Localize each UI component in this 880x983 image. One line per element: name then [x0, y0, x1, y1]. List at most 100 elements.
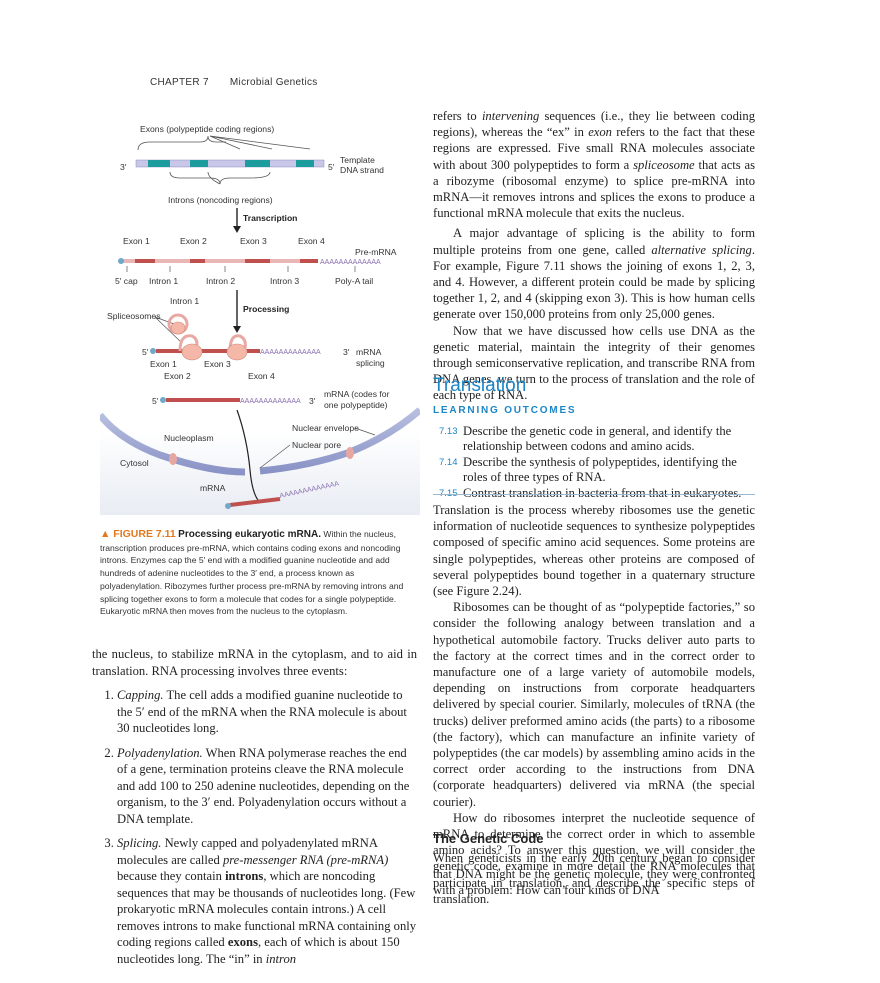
figure-title: Processing eukaryotic mRNA. [178, 529, 321, 540]
splice-loop-2 [228, 334, 247, 352]
label-intron1-loop: Intron 1 [170, 296, 199, 306]
section-title-translation: Translation [433, 375, 527, 396]
spliceosomes-pointer-2 [154, 316, 183, 344]
polya-tail-1: AAAAAAAAAAAAA [320, 259, 381, 266]
section-divider [433, 494, 755, 495]
text-polyadenylation: When RNA polymerase reaches the end of a… [117, 745, 410, 826]
label-5prime-top: 5′ [328, 162, 335, 172]
label-polya-tail: Poly-A tail [335, 276, 373, 286]
term-intron: intron [265, 951, 297, 966]
label-cytosol: Cytosol [120, 458, 149, 468]
label-exon4-b: Exon 4 [248, 371, 275, 381]
right-paragraph-7: When geneticists in the early 20th centu… [433, 851, 755, 898]
outcome-number: 7.15 [439, 487, 458, 502]
label-template-line1: Template [340, 155, 375, 165]
list-item-polyadenylation: Polyadenylation. When RNA polymerase rea… [117, 745, 417, 828]
outcome-number: 7.14 [439, 457, 458, 468]
nuclear-envelope-left [100, 412, 246, 476]
term-pre-mrna: pre-messenger RNA (pre-mRNA) [222, 852, 389, 867]
label-exon2-b: Exon 2 [164, 371, 191, 381]
term-splicing: Splicing. [117, 836, 162, 850]
rna-processing-list: Capping. The cell adds a modified guanin… [92, 687, 417, 967]
p1-b: sequences (i.e., they lie between coding… [433, 109, 755, 140]
p2-a: A major advantage of splicing is the abi… [433, 226, 755, 257]
label-intron3: Intron 3 [270, 276, 299, 286]
label-5prime-final: 5′ [152, 396, 159, 406]
exon-bracket-top [137, 135, 226, 151]
label-spliceosomes: Spliceosomes [107, 311, 161, 321]
label-3prime-final: 3′ [309, 396, 316, 406]
label-3prime-top: 3′ [120, 162, 127, 172]
dna-exon-1 [148, 160, 170, 167]
spliceosome-1 [170, 321, 186, 335]
p1-exon: exon [588, 125, 612, 140]
term-introns: introns [225, 869, 264, 883]
label-exons-coding: Exons (polypeptide coding regions) [140, 124, 274, 134]
figure-label: ▲ FIGURE 7.11 [100, 528, 176, 540]
chapter-number: CHAPTER 7 [150, 77, 209, 88]
transcription-arrowhead [233, 226, 241, 233]
cap-circle-2 [150, 348, 156, 354]
pore-pointer [259, 444, 291, 469]
right-paragraph-6: How do ribosomes interpret the nucleotid… [433, 810, 755, 906]
learning-outcome-item: 7.15 Contrast translation in bacteria fr… [433, 486, 755, 501]
learning-outcome-item: 7.13 Describe the genetic code in genera… [433, 424, 755, 453]
right-paragraph-1: refers to intervening sequences (i.e., t… [433, 108, 755, 221]
text-splicing-3: , which are noncoding sequences that may… [117, 869, 417, 949]
spliceosome-3 [226, 343, 248, 361]
left-intro-paragraph: the nucleus, to stabilize mRNA in the cy… [92, 647, 417, 678]
label-nucleoplasm: Nucleoplasm [164, 433, 214, 443]
label-pre-mrna: Pre-mRNA [355, 247, 397, 257]
cap-circle-1 [118, 258, 124, 264]
learning-outcomes-list: 7.13 Describe the genetic code in genera… [433, 424, 755, 503]
polya-tail-2: AAAAAAAAAAAAA [260, 349, 321, 356]
label-introns-noncoding: Introns (noncoding regions) [168, 195, 273, 205]
exon-bracket-lines [209, 135, 311, 150]
label-3prime-splice: 3′ [343, 347, 350, 357]
label-processing: Processing [243, 304, 289, 314]
label-transcription: Transcription [243, 213, 297, 223]
figure-caption: ▲ FIGURE 7.11 Processing eukaryotic mRNA… [100, 528, 418, 618]
p2-b: . For example, Figure 7.11 shows the joi… [433, 242, 755, 322]
right-column-bottom: Translation is the process whereby ribos… [433, 502, 755, 907]
nuclear-pore-left [169, 453, 177, 465]
processing-arrowhead [233, 326, 241, 333]
p1-spliceosome: spliceosome [633, 157, 695, 172]
label-nuclear-envelope: Nuclear envelope [292, 423, 359, 433]
outcome-number: 7.13 [439, 426, 458, 437]
cap-circle-3 [160, 397, 166, 403]
running-header: CHAPTER 7 Microbial Genetics [150, 77, 318, 88]
learning-outcomes-heading: LEARNING OUTCOMES [433, 405, 577, 416]
label-5prime-cap: 5′ cap [115, 276, 138, 286]
label-exon3-b: Exon 3 [204, 359, 231, 369]
outcome-text: Contrast translation in bacteria from th… [463, 486, 742, 500]
p1-a: refers to [433, 109, 482, 123]
dna-exon-4 [296, 160, 314, 167]
p1-c: refers to the fact that these regions ar… [433, 125, 755, 172]
polya-tail-3: AAAAAAAAAAAAA [240, 398, 301, 405]
chapter-title: Microbial Genetics [229, 77, 318, 88]
spliceosome-2 [181, 343, 203, 361]
spliceosomes-pointer [154, 316, 175, 325]
label-exon1: Exon 1 [123, 236, 150, 246]
term-polyadenylation: Polyadenylation. [117, 745, 203, 760]
exported-mrna-strand [229, 497, 281, 507]
outcome-text: Describe the genetic code in general, an… [463, 424, 732, 453]
export-arrow [236, 409, 259, 501]
label-mrna-codes-2: one polypeptide) [324, 400, 388, 410]
label-exon1-b: Exon 1 [150, 359, 177, 369]
left-column: the nucleus, to stabilize mRNA in the cy… [92, 646, 417, 975]
dna-strand [135, 159, 325, 168]
right-paragraph-5: Ribosomes can be thought of as “polypept… [433, 600, 755, 809]
right-paragraph-4: Translation is the process whereby ribos… [433, 503, 755, 599]
label-intron2: Intron 2 [206, 276, 235, 286]
right-paragraph-2: A major advantage of splicing is the abi… [433, 225, 755, 322]
label-mrna-codes-1: mRNA (codes for [324, 389, 390, 399]
p2-alternative-splicing: alternative splicing [651, 242, 752, 257]
right-column-top: refers to intervening sequences (i.e., t… [433, 108, 755, 404]
learning-outcome-item: 7.14 Describe the synthesis of polypepti… [433, 455, 755, 484]
label-exon4: Exon 4 [298, 236, 325, 246]
term-exons: exons [227, 935, 258, 949]
envelope-pointer [354, 427, 376, 436]
label-nuclear-pore: Nuclear pore [292, 440, 341, 450]
